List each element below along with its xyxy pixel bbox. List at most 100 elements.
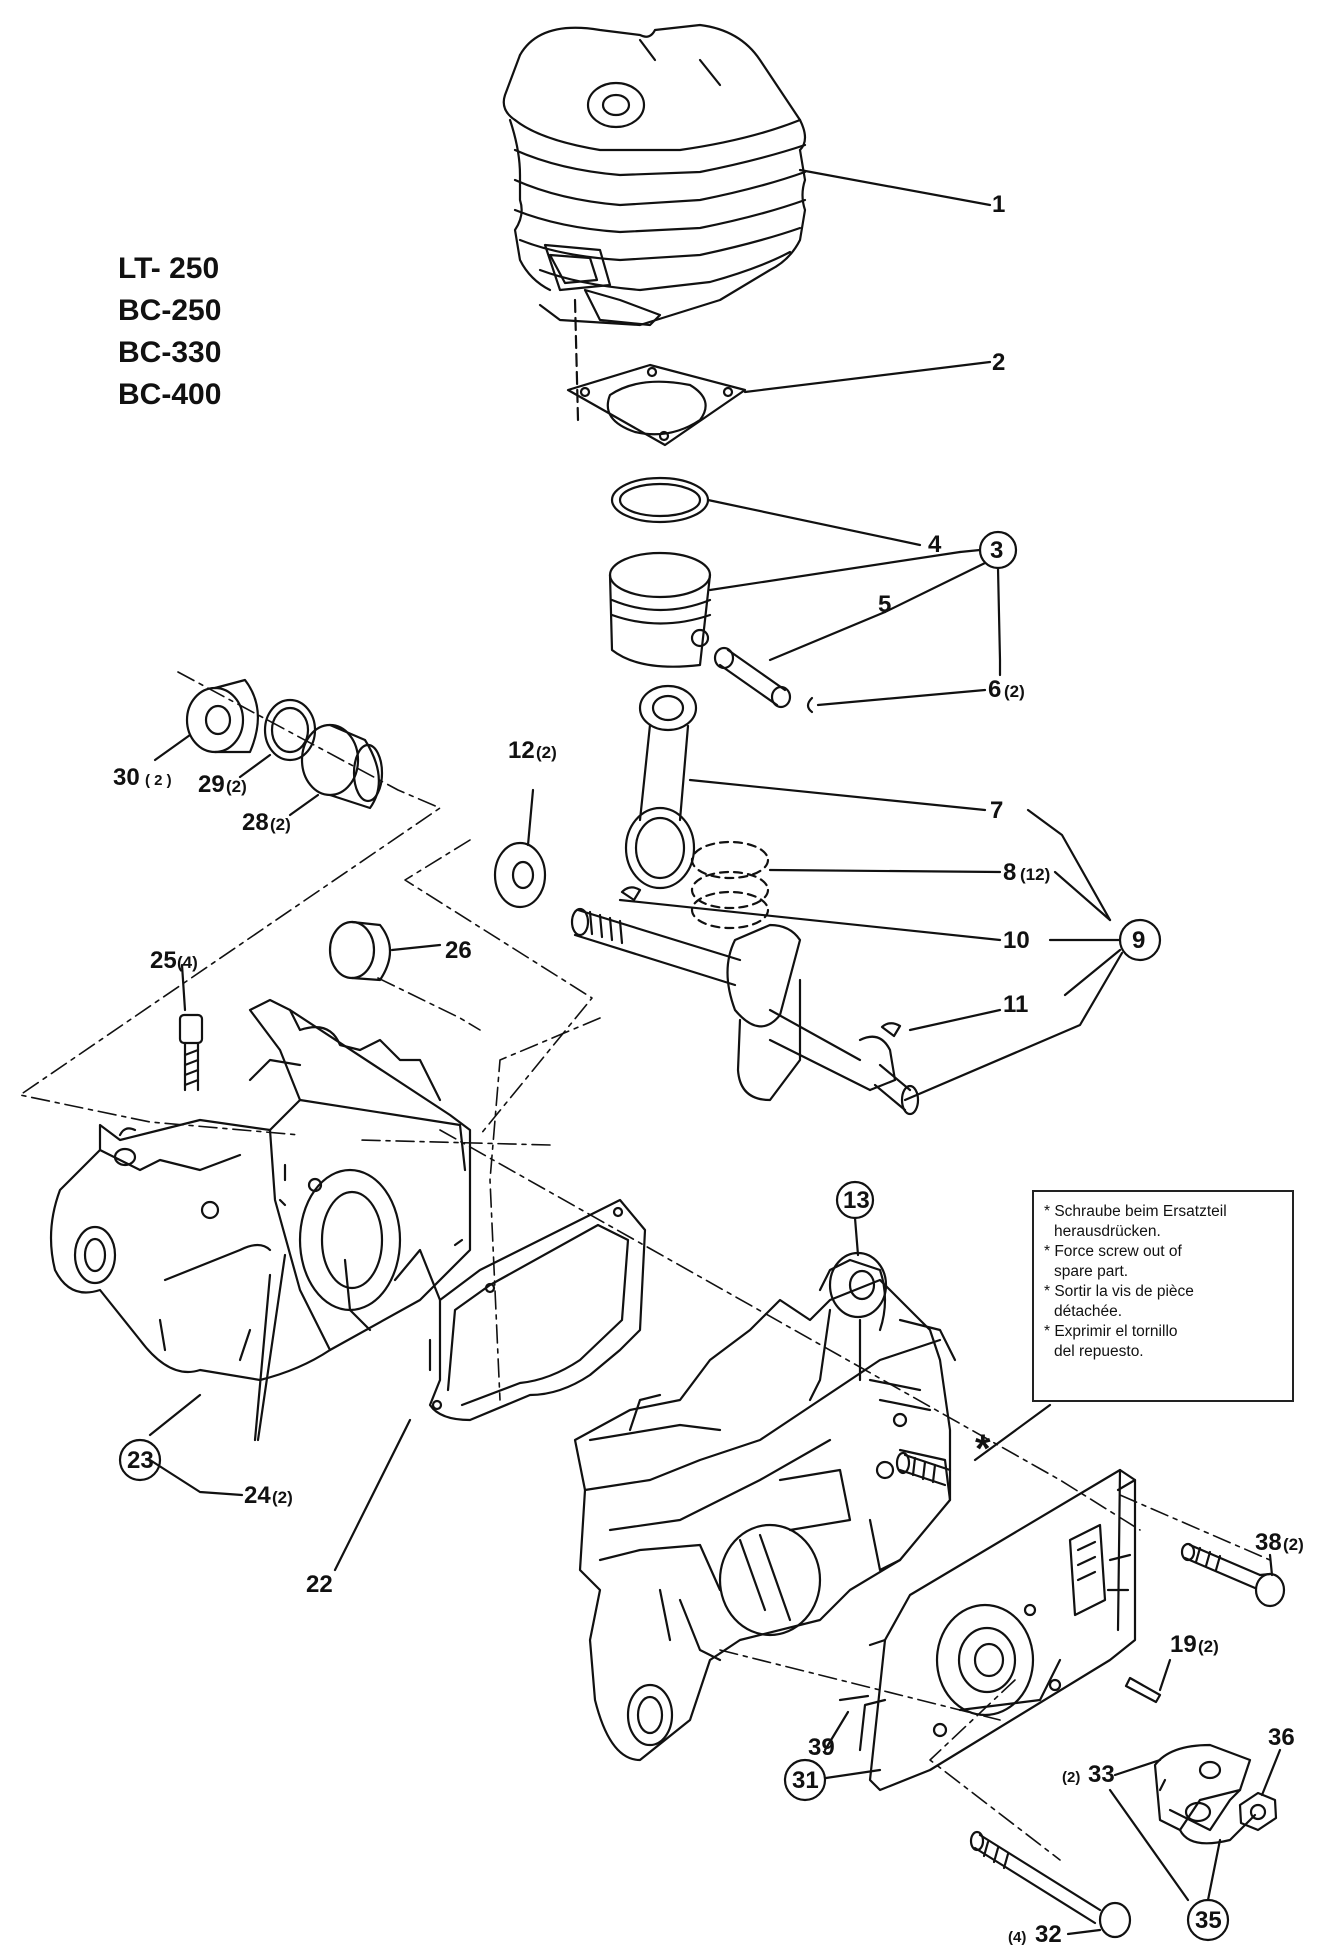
multilingual-note-box: * Schraube beim Ersatzteil herausdrücken…: [1032, 1190, 1294, 1402]
leader-9b: [903, 948, 1124, 1102]
label-26: 26: [445, 937, 472, 964]
leader-35a: [1108, 1788, 1190, 1902]
oil-seal-part: [328, 920, 392, 982]
circlip-part: [806, 696, 814, 714]
label-8: 8: [1003, 859, 1016, 886]
label-2: 2: [992, 349, 1005, 376]
ball-bearing-30-part: [185, 678, 259, 754]
leader-10: [618, 898, 1002, 942]
nut-36-part: [1238, 1791, 1278, 1832]
label-33: 33: [1088, 1761, 1115, 1788]
label-33-qty: (2): [1062, 1769, 1080, 1786]
crankcase-gasket-part: [428, 1198, 647, 1422]
cylinder-part: [502, 23, 807, 327]
leader-12: [526, 788, 535, 847]
label-4: 4: [928, 531, 942, 558]
label-19-qty: (2): [1198, 1637, 1219, 1656]
label-6: 6: [988, 676, 1001, 703]
callout-23-circle: [118, 1438, 162, 1482]
left-crankcase-part: [49, 998, 472, 1382]
bolt-25-part: [178, 1013, 204, 1092]
reference-lines: [19, 671, 1271, 1861]
leader-33: [1113, 1758, 1162, 1777]
label-24-qty: (2): [272, 1488, 293, 1507]
leader-1: [798, 168, 992, 207]
label-30: 30: [113, 764, 140, 791]
note-line: * Sortir la vis de pièce: [1044, 1283, 1194, 1300]
leader-5: [768, 610, 887, 662]
pin-39-part: [838, 1694, 870, 1702]
needle-bearing-part: [690, 840, 770, 930]
note-line: * Exprimir el tornillo: [1044, 1323, 1178, 1340]
leader-25: [180, 963, 187, 1012]
model-list: LT- 250 BC-250 BC-330 BC-400: [118, 248, 221, 416]
label-39: 39: [808, 1734, 835, 1761]
model-name: BC-250: [118, 294, 222, 327]
label-23: 23: [127, 1447, 154, 1474]
label-10: 10: [1003, 927, 1030, 954]
note-line: détachée.: [1054, 1303, 1123, 1320]
leader-7b: [1026, 808, 1112, 922]
label-7: 7: [990, 797, 1003, 824]
label-38-qty: (2): [1283, 1535, 1304, 1554]
note-line: * Schraube beim Ersatzteil: [1044, 1203, 1227, 1220]
leader-29: [238, 753, 272, 779]
piston-pin-part: [713, 646, 792, 709]
leader-19: [1158, 1658, 1172, 1692]
label-9: 9: [1132, 927, 1145, 954]
label-28-qty: (2): [270, 815, 291, 834]
right-crankcase-part: [573, 1251, 957, 1762]
leader-23: [148, 1393, 202, 1437]
leader-35b: [1206, 1838, 1222, 1902]
leader-30: [153, 733, 192, 762]
label-29: 29: [198, 771, 225, 798]
leader-38: [1268, 1553, 1274, 1577]
label-3: 3: [990, 537, 1003, 564]
leader-32: [1066, 1928, 1102, 1936]
label-28: 28: [242, 809, 269, 836]
label-25-qty: (4): [177, 953, 198, 972]
label-5: 5: [878, 591, 891, 618]
leader-28: [288, 793, 320, 817]
leader-7: [688, 778, 987, 812]
model-name: BC-330: [118, 336, 222, 369]
label-1: 1: [992, 191, 1005, 218]
leader-24b: [148, 1458, 244, 1497]
label-29-qty: (2): [226, 777, 247, 796]
cylinder-gasket-part: [566, 363, 747, 447]
label-22: 22: [306, 1571, 333, 1598]
pin-24-part: [453, 1238, 464, 1247]
piston-part: [608, 551, 712, 668]
leader-26: [390, 943, 442, 952]
leader-2: [743, 360, 992, 394]
leader-13: [853, 1216, 860, 1257]
note-line: herausdrücken.: [1054, 1223, 1161, 1240]
label-13: 13: [843, 1187, 870, 1214]
crankshaft-part: [570, 907, 920, 1116]
leader-24: [253, 1253, 287, 1442]
label-32-qty: (4): [1008, 1929, 1026, 1946]
leader-3: [883, 548, 1002, 677]
leader-11: [908, 1008, 1002, 1032]
leader-22: [333, 1418, 412, 1572]
label-19: 19: [1170, 1631, 1197, 1658]
label-12-qty: (2): [536, 743, 557, 762]
note-line: del repuesto.: [1054, 1343, 1144, 1360]
callout-31-circle: [783, 1758, 827, 1802]
leader-31: [824, 1768, 882, 1780]
leader-5a: [708, 550, 962, 592]
leader-8: [768, 868, 1002, 874]
key-10-part: [620, 886, 642, 902]
star-screw-part: [895, 1451, 952, 1487]
leader-36: [1260, 1748, 1282, 1797]
washer-part: [493, 841, 547, 909]
label-12: 12: [508, 737, 535, 764]
piston-ring-part: [610, 476, 710, 524]
leader-star: [973, 1403, 1052, 1462]
label-24: 24: [244, 1482, 271, 1509]
label-star: *: [975, 1427, 991, 1471]
label-36: 36: [1268, 1724, 1295, 1751]
clutch-part: [1153, 1743, 1257, 1845]
label-6-qty: (2): [1004, 682, 1025, 701]
